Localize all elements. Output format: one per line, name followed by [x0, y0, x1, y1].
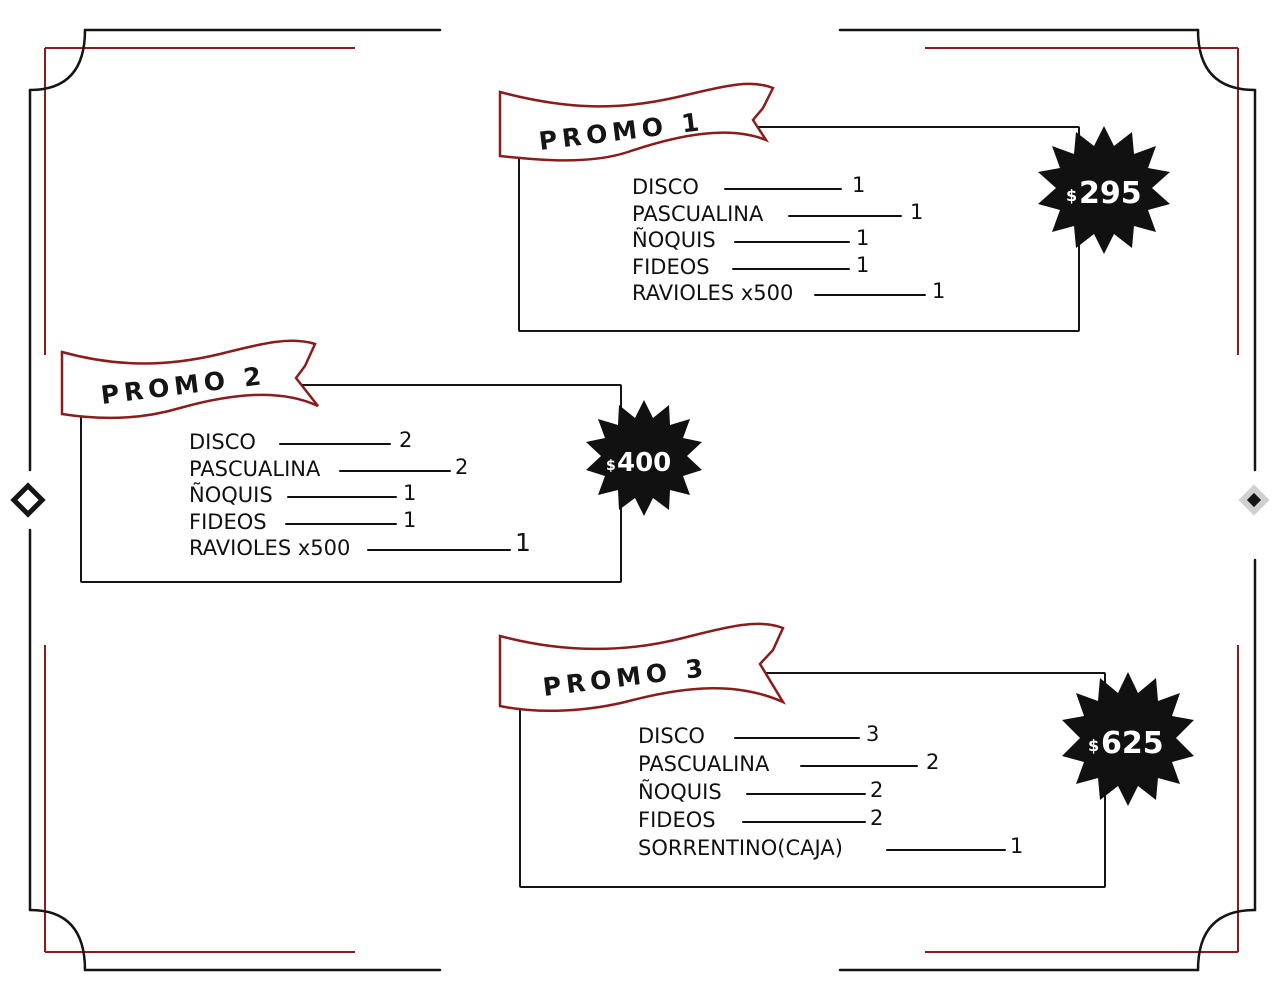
promo-3-box [519, 672, 1106, 888]
promo-1-box [518, 126, 1080, 332]
starburst-icon [586, 400, 702, 516]
leader-line [367, 549, 511, 551]
price-amount: 295 [1079, 176, 1142, 211]
item-quantity: 2 [399, 428, 413, 452]
promo-2-item-list: DISCO 2 PASCUALINA 2 ÑOQUIS 1 FIDEOS 1 R… [189, 428, 539, 562]
item-name: RAVIOLES x500 [632, 281, 794, 305]
list-item: ÑOQUIS 1 [632, 226, 962, 254]
leader-line [800, 765, 918, 767]
list-item: ÑOQUIS 1 [189, 481, 539, 509]
price-currency: $ [1088, 736, 1099, 755]
item-quantity: 1 [515, 528, 531, 557]
list-item: PASCUALINA 1 [632, 199, 962, 228]
item-quantity: 3 [866, 722, 880, 746]
item-quantity: 1 [403, 481, 417, 505]
leader-line [732, 267, 850, 270]
item-name: FIDEOS [189, 509, 267, 534]
list-item: FIDEOS 1 [189, 507, 539, 536]
item-name: DISCO [632, 175, 699, 199]
item-name: ÑOQUIS [638, 780, 722, 804]
leader-line [814, 294, 926, 296]
promo-3-price-badge: $ 625 [1062, 672, 1194, 806]
item-quantity: 1 [910, 199, 924, 224]
list-item: SORRENTINO(CAJA) 1 [638, 834, 1038, 863]
list-item: DISCO 3 [638, 722, 1038, 751]
item-quantity: 1 [856, 226, 870, 250]
leader-line [724, 188, 842, 190]
leader-line [734, 737, 860, 739]
item-quantity: 1 [403, 507, 417, 532]
item-name: PASCUALINA [632, 201, 764, 226]
item-quantity: 1 [852, 173, 866, 197]
leader-line [734, 241, 850, 243]
promo-1-item-list: DISCO 1 PASCUALINA 1 ÑOQUIS 1 FIDEOS 1 R… [632, 173, 962, 307]
item-quantity: 1 [932, 279, 946, 303]
promo-3-item-list: DISCO 3 PASCUALINA 2 ÑOQUIS 2 FIDEOS 2 S… [638, 722, 1038, 863]
item-quantity: 2 [870, 778, 884, 802]
item-name: ÑOQUIS [189, 483, 273, 507]
item-name: PASCUALINA [638, 752, 770, 776]
leader-line [285, 522, 397, 525]
item-name: RAVIOLES x500 [189, 536, 351, 560]
item-name: DISCO [189, 430, 256, 454]
price-amount: 400 [617, 448, 671, 478]
promo-1-banner: PROMO 1 [498, 80, 783, 170]
promo-2-box [80, 384, 622, 583]
item-name: DISCO [638, 724, 705, 748]
leader-line [746, 793, 866, 795]
list-item: DISCO 2 [189, 428, 539, 456]
list-item: FIDEOS 2 [638, 806, 1038, 835]
diamond-ornament-right-icon [1238, 484, 1270, 516]
promo-2-banner: PROMO 2 [60, 338, 325, 428]
leader-line [279, 443, 391, 445]
list-item: PASCUALINA 2 [638, 750, 1038, 779]
item-name: PASCUALINA [189, 456, 321, 481]
starburst-icon [1038, 126, 1170, 254]
list-item: FIDEOS 1 [632, 252, 962, 281]
item-quantity: 2 [870, 806, 884, 830]
item-name: FIDEOS [638, 808, 716, 832]
diamond-ornament-left-icon [10, 482, 46, 518]
item-name: SORRENTINO(CAJA) [638, 836, 843, 860]
promo-3-banner: PROMO 3 [498, 620, 793, 720]
list-item: DISCO 1 [632, 173, 962, 201]
price-currency: $ [1066, 186, 1077, 205]
list-item: PASCUALINA 2 [189, 454, 539, 483]
promo-1-price-badge: $ 295 [1038, 126, 1170, 254]
item-quantity: 1 [1010, 834, 1024, 858]
price-amount: 625 [1101, 726, 1164, 761]
leader-line [339, 469, 451, 472]
price-currency: $ [606, 458, 616, 474]
leader-line [742, 821, 866, 823]
leader-line [788, 214, 902, 217]
list-item: ÑOQUIS 2 [638, 778, 1038, 807]
item-name: ÑOQUIS [632, 228, 716, 252]
leader-line [886, 849, 1006, 851]
promo-2-price-badge: $ 400 [586, 400, 702, 516]
leader-line [287, 496, 397, 498]
list-item: RAVIOLES x500 1 [189, 530, 539, 562]
item-quantity: 1 [856, 252, 870, 277]
item-name: FIDEOS [632, 254, 710, 279]
item-quantity: 2 [926, 750, 940, 774]
item-quantity: 2 [455, 454, 469, 479]
list-item: RAVIOLES x500 1 [632, 279, 962, 307]
starburst-icon [1062, 672, 1194, 806]
